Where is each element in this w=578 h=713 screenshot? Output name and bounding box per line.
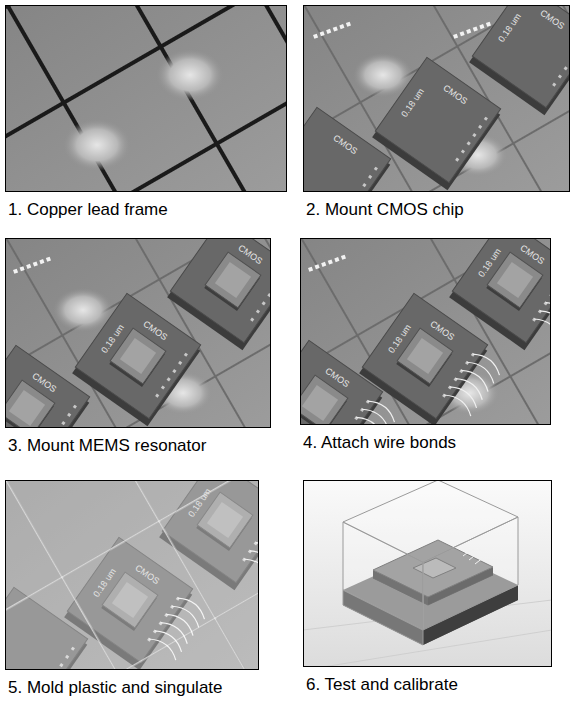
chip-marking: 0.18 um: [187, 487, 213, 519]
package-illustration: [303, 480, 552, 667]
mold-outline: [343, 480, 518, 645]
lead-pads: [313, 22, 351, 39]
chip-marking: 0.18 um: [497, 12, 523, 44]
cmos-chip: [71, 293, 203, 426]
process-step-panel: 4. Attach wire bondsCMOS0.18 umCMOS0.18 …: [300, 238, 551, 425]
lead-pads: [13, 257, 51, 274]
lead-pads: [308, 255, 346, 272]
wire-bond-illustration: [300, 238, 551, 425]
process-step-panel: 2. Mount CMOS chipCMOS0.18 umCMOS0.18 um…: [303, 5, 570, 192]
step-caption: 5. Mold plastic and singulate: [8, 678, 223, 698]
mold-compound: [5, 480, 259, 670]
chip-marking: CMOS: [519, 244, 546, 267]
mems-mount-illustration: [5, 238, 271, 428]
cmos-chip: [300, 340, 385, 425]
step-caption: 4. Attach wire bonds: [303, 433, 456, 453]
cmos-chip: [5, 345, 92, 428]
chip-marking: CMOS: [142, 320, 169, 343]
step-caption: 1. Copper lead frame: [8, 200, 168, 220]
lead-frame-illustration: [5, 5, 287, 192]
wire-bonds: [533, 274, 551, 340]
process-step-panel: 1. Copper lead frame: [5, 5, 287, 192]
chip-marking: CMOS: [332, 134, 359, 157]
chip-marking: 0.18 um: [400, 87, 426, 119]
chip-marking: CMOS: [237, 244, 264, 267]
chip-marking: CMOS: [442, 84, 469, 107]
process-step-panel: 3. Mount MEMS resonatorCMOS0.18 umCMOSCM…: [5, 238, 271, 428]
cmos-chip: [303, 107, 393, 192]
chip-marking: CMOS: [324, 367, 351, 390]
chip-marking: 0.18 um: [387, 323, 413, 355]
chip-marking: CMOS: [134, 564, 161, 587]
wire-bonds: [338, 397, 399, 425]
chip-marking: 0.18 um: [477, 247, 503, 279]
chip-marking: 0.18 um: [92, 567, 118, 599]
step-caption: 6. Test and calibrate: [306, 675, 458, 695]
process-step-panel: 5. Mold plastic and singulateCMOS0.18 um…: [5, 480, 259, 670]
cmos-mount-illustration: [303, 5, 570, 192]
cmos-chip: [358, 293, 490, 425]
chip-marking: CMOS: [31, 372, 58, 395]
mold-illustration: [5, 480, 259, 670]
chip-marking: CMOS: [539, 9, 566, 32]
lead-pads: [453, 22, 491, 39]
cmos-chip: [371, 57, 503, 190]
chip-marking: CMOS: [429, 320, 456, 343]
wire-bonds: [443, 350, 504, 416]
step-caption: 3. Mount MEMS resonator: [8, 436, 206, 456]
process-step-panel: 6. Test and calibrate: [303, 480, 552, 667]
step-caption: 2. Mount CMOS chip: [306, 200, 464, 220]
chip-marking: 0.18 um: [100, 323, 126, 355]
